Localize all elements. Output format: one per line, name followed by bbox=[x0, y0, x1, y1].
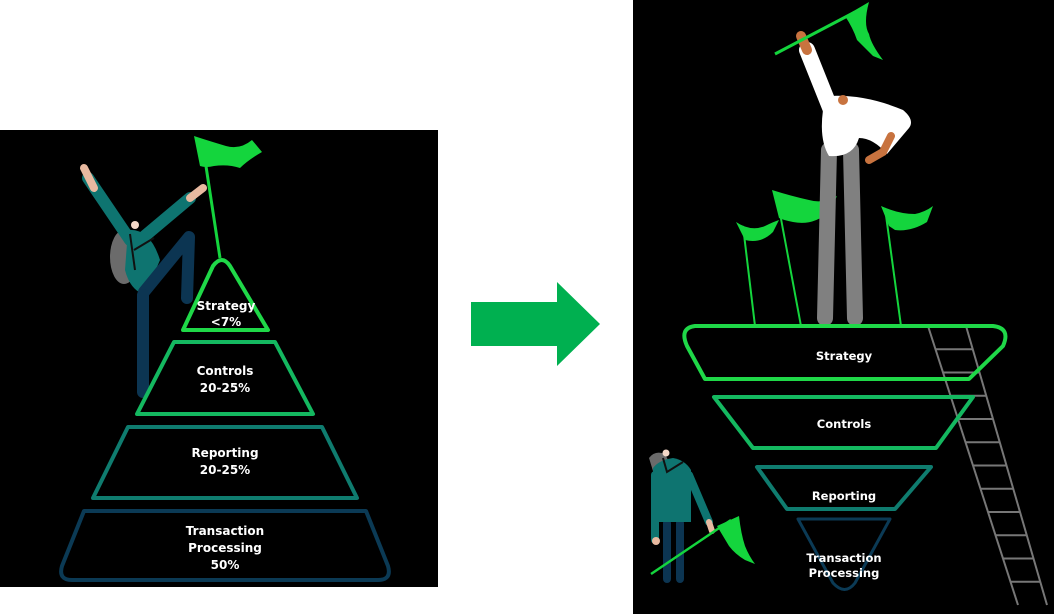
tier-strategy-shape bbox=[682, 324, 1008, 381]
tier-controls-shape bbox=[135, 340, 315, 416]
tier-transaction-label-2: Processing bbox=[188, 541, 262, 555]
tier-controls-value: 20-25% bbox=[200, 381, 250, 395]
tier-reporting-shape bbox=[755, 465, 933, 511]
before-pyramid-panel: Strategy <7% Controls 20-25% Reporting 2… bbox=[0, 130, 438, 587]
leader-figure bbox=[796, 31, 911, 326]
flag-icon bbox=[881, 206, 933, 327]
pyramid-diagram: Strategy <7% Controls 20-25% Reporting 2… bbox=[59, 136, 391, 582]
tier-reporting-label: Reporting bbox=[812, 489, 876, 503]
tier-strategy-label: Strategy bbox=[816, 349, 873, 363]
flag-icon bbox=[774, 2, 883, 60]
tier-reporting-value: 20-25% bbox=[200, 463, 250, 477]
tier-controls-label: Controls bbox=[197, 364, 254, 378]
tier-transaction-label: Transaction bbox=[806, 551, 881, 565]
tier-strategy-shape bbox=[181, 258, 270, 332]
tier-controls-shape bbox=[712, 395, 975, 450]
tier-transaction-shape bbox=[59, 509, 391, 582]
tier-transaction-label: Transaction bbox=[186, 524, 264, 538]
flag-icon bbox=[194, 136, 262, 259]
tier-strategy-label: Strategy bbox=[197, 299, 256, 313]
tier-reporting-shape bbox=[91, 425, 359, 500]
tier-strategy-value: <7% bbox=[211, 315, 241, 329]
tier-controls-label: Controls bbox=[817, 417, 872, 431]
flag-icon bbox=[650, 516, 755, 576]
tier-reporting-label: Reporting bbox=[191, 446, 258, 460]
right-arrow-icon bbox=[471, 282, 601, 366]
climber-figure bbox=[80, 164, 207, 398]
after-inverted-pyramid-panel: Strategy Controls Reporting Transaction … bbox=[633, 0, 1054, 614]
tier-transaction-shape bbox=[796, 517, 892, 591]
follower-figure bbox=[649, 449, 715, 583]
inverted-pyramid-diagram: Strategy Controls Reporting Transaction … bbox=[649, 2, 1048, 606]
flag-icon bbox=[736, 220, 779, 327]
tier-transaction-value: 50% bbox=[211, 558, 240, 572]
tier-transaction-label-2: Processing bbox=[809, 566, 880, 580]
